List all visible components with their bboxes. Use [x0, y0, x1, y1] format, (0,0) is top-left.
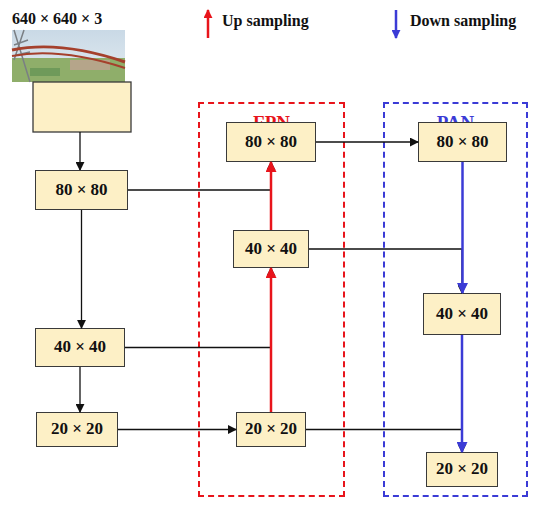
feature-arrow	[118, 429, 236, 430]
feature-size: 40 × 40	[436, 305, 488, 324]
backbone-arrow	[79, 132, 80, 170]
feature-size: 40 × 40	[245, 240, 297, 259]
feature-size: 80 × 80	[245, 133, 297, 152]
feature-size: 40 × 40	[54, 338, 106, 357]
feature-box: 40 × 40	[423, 293, 501, 335]
feature-size: 20 × 20	[245, 420, 297, 439]
feature-box: 40 × 40	[35, 328, 125, 367]
feature-arrow	[309, 249, 462, 293]
upsample-arrow	[270, 268, 273, 412]
feature-arrow	[316, 141, 418, 142]
downsample-arrow	[461, 162, 464, 293]
feature-box: 20 × 20	[236, 412, 306, 447]
feature-arrow	[125, 268, 271, 348]
group-band: PAN80 × 8040 × 4020 × 20	[383, 102, 528, 497]
downsample-arrow	[461, 335, 464, 452]
feature-box: 40 × 40	[233, 230, 309, 268]
group-band: FPN80 × 8040 × 4020 × 20	[198, 102, 345, 497]
upsample-arrow	[270, 162, 273, 230]
key-label: Down sampling	[410, 12, 516, 30]
feature-box: 80 × 80	[35, 170, 128, 210]
feature-size: 20 × 20	[436, 460, 488, 479]
input-photo	[12, 30, 125, 82]
feature-box: 20 × 20	[36, 412, 118, 447]
feature-size: 20 × 20	[51, 420, 103, 439]
feature-box: 80 × 80	[226, 122, 316, 162]
input-size: 640 × 640 × 3	[12, 10, 102, 28]
feature-arrow	[128, 162, 271, 190]
key-label: Up sampling	[222, 12, 309, 30]
feature-box: 20 × 20	[426, 452, 498, 487]
backbone-box	[33, 82, 131, 132]
feature-arrow	[81, 210, 82, 328]
feature-size: 80 × 80	[436, 133, 488, 152]
upsample-key-arrow	[207, 10, 210, 38]
feature-box: 80 × 80	[418, 122, 507, 162]
feature-arrow	[79, 367, 80, 412]
downsample-key-arrow	[395, 10, 398, 38]
feature-size: 80 × 80	[55, 181, 107, 200]
feature-arrow	[306, 430, 462, 453]
